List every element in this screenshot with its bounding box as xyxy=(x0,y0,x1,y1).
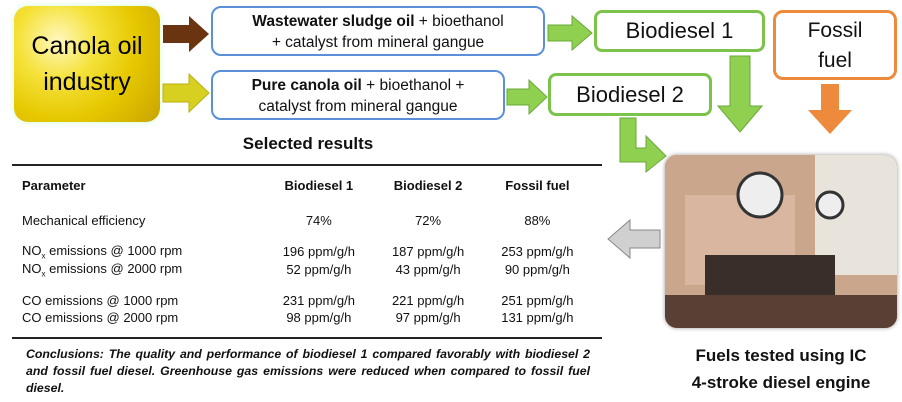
row-b2: 187 ppm/g/h xyxy=(391,244,465,260)
table-top-rule xyxy=(12,164,602,166)
row-b2: 221 ppm/g/h xyxy=(391,293,465,309)
feed-box-pure-canola: Pure canola oil + bioethanol + catalyst … xyxy=(211,70,505,120)
engine-illustration xyxy=(665,155,897,328)
header-parameter: Parameter xyxy=(22,177,86,193)
row-fossil: 253 ppm/g/h xyxy=(501,244,574,260)
biodiesel-2-box: Biodiesel 2 xyxy=(548,73,712,116)
green-bent-arrow-icon xyxy=(619,117,667,174)
table-row: CO emissions @ 1000 rpm 231 ppm/g/h 221 … xyxy=(22,292,592,309)
caption-line2: 4-stroke diesel engine xyxy=(691,373,871,392)
row-fossil: 88% xyxy=(524,213,551,228)
source-label-line1: Canola oil xyxy=(31,32,143,60)
row-b1: 74% xyxy=(305,213,332,228)
green-arrow-icon xyxy=(506,78,548,116)
feed1-rest: + bioethanol xyxy=(414,13,504,30)
conclusion-text: Conclusions: The quality and performance… xyxy=(26,347,590,395)
biodiesel-2-label: Biodiesel 2 xyxy=(576,81,684,107)
table-row: NOx emissions @ 2000 rpm 52 ppm/g/h 43 p… xyxy=(22,261,592,279)
canola-oil-industry-image: Canola oil industry xyxy=(14,6,160,122)
row-b2: 43 ppm/g/h xyxy=(395,261,461,277)
green-down-arrow-icon xyxy=(716,55,764,133)
row-fossil: 131 ppm/g/h xyxy=(501,310,574,326)
table-row: Mechanical efficiency 74% 72% 88% xyxy=(22,212,592,229)
row-parameter: NOx emissions @ 2000 rpm xyxy=(22,260,183,279)
row-b1: 52 ppm/g/h xyxy=(286,261,352,277)
feed2-rest: + bioethanol + xyxy=(361,77,465,94)
row-b2: 97 ppm/g/h xyxy=(395,310,461,326)
row-parameter: CO emissions @ 2000 rpm xyxy=(22,310,179,326)
orange-down-arrow-icon xyxy=(808,84,852,134)
fossil-fuel-box: Fossil fuel xyxy=(773,10,897,80)
row-b1: 231 ppm/g/h xyxy=(282,293,355,309)
engine-caption: Fuels tested using IC 4-stroke diesel en… xyxy=(665,342,897,396)
row-b2: 72% xyxy=(415,213,442,228)
biodiesel-1-box: Biodiesel 1 xyxy=(594,10,765,52)
fossil-label-line2: fuel xyxy=(818,49,852,72)
table-bottom-rule xyxy=(12,337,602,339)
table-row: NOx emissions @ 1000 rpm 196 ppm/g/h 187… xyxy=(22,243,592,261)
diesel-engine-photo xyxy=(665,155,897,328)
row-b1: 196 ppm/g/h xyxy=(282,244,355,260)
table-header-row: Parameter Biodiesel 1 Biodiesel 2 Fossil… xyxy=(22,172,592,198)
table-row: CO emissions @ 2000 rpm 98 ppm/g/h 97 pp… xyxy=(22,309,592,326)
row-parameter: CO emissions @ 1000 rpm xyxy=(22,293,179,309)
row-fossil: 251 ppm/g/h xyxy=(501,293,574,309)
fossil-label-line1: Fossil xyxy=(807,19,863,42)
yellow-arrow-icon xyxy=(162,72,210,114)
row-parameter: NOx emissions @ 1000 rpm xyxy=(22,243,183,261)
feed2-line2: catalyst from mineral gangue xyxy=(258,98,458,115)
feed-box-wastewater: Wastewater sludge oil + bioethanol + cat… xyxy=(211,6,545,56)
brown-arrow-icon xyxy=(163,16,209,52)
row-b1: 98 ppm/g/h xyxy=(286,310,352,326)
biodiesel-1-label: Biodiesel 1 xyxy=(625,18,734,43)
results-title: Selected results xyxy=(242,134,374,153)
feed1-line2: + catalyst from mineral gangue xyxy=(271,34,485,51)
source-label-line2: industry xyxy=(43,68,131,96)
caption-line1: Fuels tested using IC xyxy=(695,346,867,365)
row-parameter: Mechanical efficiency xyxy=(22,213,146,228)
header-biodiesel-1: Biodiesel 1 xyxy=(284,177,354,193)
row-fossil: 90 ppm/g/h xyxy=(504,261,570,277)
header-biodiesel-2: Biodiesel 2 xyxy=(393,177,463,193)
feed1-bold: Wastewater sludge oil xyxy=(252,13,415,30)
results-table: Parameter Biodiesel 1 Biodiesel 2 Fossil… xyxy=(22,172,592,326)
gray-left-arrow-icon xyxy=(607,218,661,260)
header-fossil-fuel: Fossil fuel xyxy=(505,177,570,193)
feed2-bold: Pure canola oil xyxy=(251,77,362,94)
green-arrow-icon xyxy=(547,14,593,52)
